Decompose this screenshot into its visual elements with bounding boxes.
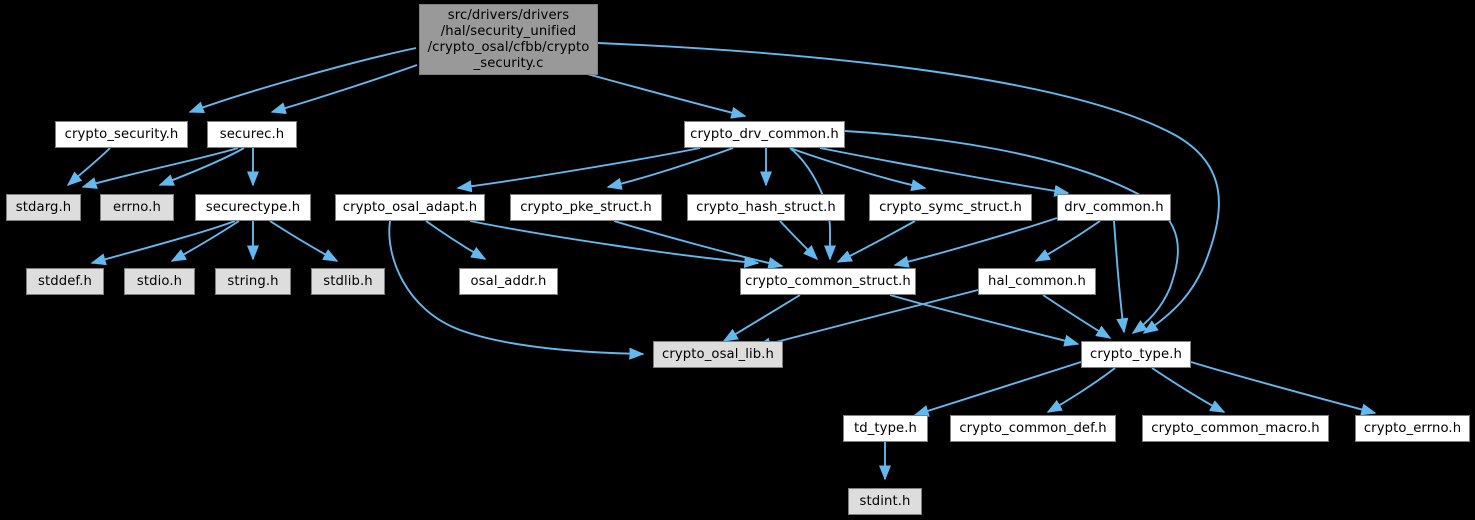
graph-node-label: crypto_errno.h — [1363, 421, 1462, 436]
edge-sect-to-stdlb — [269, 220, 339, 262]
graph-node-tdt[interactable]: td_type.h — [843, 415, 928, 442]
edge-sec-to-starg — [81, 147, 239, 189]
edge-ctype-to-ccd — [1046, 367, 1116, 413]
edge-drvc-to-halc — [1034, 220, 1101, 262]
edge-sect-to-stdef — [90, 220, 236, 266]
edge-cdc-to-drvc — [819, 147, 1070, 197]
graph-node-stdef[interactable]: stddef.h — [26, 268, 104, 295]
edge-halc-to-col — [755, 289, 979, 350]
graph-node-label: crypto_security.h — [64, 127, 179, 142]
edge-csymc-to-ccs — [836, 220, 916, 263]
graph-node-cdc[interactable]: crypto_drv_common.h — [684, 121, 845, 148]
graph-node-label: crypto_symc_struct.h — [879, 200, 1022, 215]
edge-root-to-cs — [188, 47, 417, 114]
graph-node-label: stdint.h — [859, 494, 911, 509]
edge-root-to-cdc — [564, 67, 747, 119]
graph-node-label: stdlib.h — [323, 274, 373, 289]
graph-node-ccs[interactable]: crypto_common_struct.h — [740, 268, 916, 295]
graph-node-label: stddef.h — [38, 274, 92, 289]
edge-coa-to-col — [388, 220, 645, 360]
graph-node-ccm[interactable]: crypto_common_macro.h — [1142, 415, 1329, 442]
graph-node-label: drv_common.h — [1064, 200, 1164, 215]
graph-node-starg[interactable]: stdarg.h — [6, 194, 81, 221]
edge-chash-to-ccs — [779, 220, 819, 261]
graph-node-cpke[interactable]: crypto_pke_struct.h — [510, 194, 662, 221]
edge-cdc-to-csymc — [789, 147, 927, 192]
edge-ccs-to-ctype — [889, 294, 1080, 347]
graph-node-errno[interactable]: errno.h — [100, 194, 174, 221]
graph-node-chash[interactable]: crypto_hash_struct.h — [687, 194, 845, 221]
graph-node-cerr[interactable]: crypto_errno.h — [1355, 415, 1470, 442]
edge-cdc-to-cpke — [606, 147, 734, 190]
edge-halc-to-ctype — [1042, 294, 1112, 339]
edge-root-to-sec — [270, 64, 418, 115]
graph-node-label: src/drivers/drivers /hal/security_unifie… — [427, 7, 590, 71]
graph-node-label: crypto_pke_struct.h — [520, 200, 652, 215]
graph-node-label: crypto_common_def.h — [959, 421, 1107, 436]
graph-node-oaddr[interactable]: osal_addr.h — [459, 268, 558, 295]
graph-node-label: securectype.h — [205, 200, 301, 215]
graph-node-root: src/drivers/drivers /hal/security_unifie… — [419, 4, 598, 75]
graph-node-coa[interactable]: crypto_osal_adapt.h — [335, 194, 485, 221]
edge-coa-to-ccs — [469, 220, 760, 269]
graph-node-label: hal_common.h — [988, 274, 1086, 289]
edge-sec-to-errno — [158, 147, 245, 186]
edge-cdc-to-coa — [456, 147, 701, 193]
edge-ctype-to-ccm — [1151, 367, 1226, 413]
graph-node-sect[interactable]: securectype.h — [195, 194, 311, 221]
graph-node-label: td_type.h — [853, 421, 918, 436]
edge-drvc-to-ccs — [893, 217, 1058, 268]
graph-node-ccd[interactable]: crypto_common_def.h — [950, 415, 1116, 442]
graph-node-ctype[interactable]: crypto_type.h — [1081, 341, 1191, 368]
graph-node-label: crypto_drv_common.h — [690, 127, 839, 142]
graph-node-label: crypto_common_struct.h — [745, 274, 911, 289]
edge-coa-to-oaddr — [425, 220, 487, 260]
graph-node-label: crypto_common_macro.h — [1151, 421, 1320, 436]
graph-node-strng[interactable]: string.h — [215, 268, 291, 295]
graph-node-label: osal_addr.h — [470, 274, 547, 289]
graph-node-label: string.h — [227, 274, 279, 289]
graph-node-label: securec.h — [219, 127, 285, 142]
graph-node-csymc[interactable]: crypto_symc_struct.h — [869, 194, 1032, 221]
graph-node-drvc[interactable]: drv_common.h — [1057, 194, 1171, 221]
graph-node-cs[interactable]: crypto_security.h — [55, 121, 188, 148]
graph-node-label: crypto_type.h — [1090, 347, 1182, 362]
edge-ccs-to-col — [722, 294, 801, 342]
edge-ctype-to-tdt — [913, 361, 1082, 417]
graph-node-sec[interactable]: securec.h — [207, 121, 297, 148]
graph-node-stdlb[interactable]: stdlib.h — [311, 268, 385, 295]
edge-cpke-to-ccs — [613, 220, 784, 269]
edge-cs-to-starg — [66, 147, 111, 186]
edge-ctype-to-cerr — [1190, 361, 1377, 416]
graph-node-label: stdio.h — [136, 274, 183, 289]
graph-node-label: crypto_osal_lib.h — [662, 347, 774, 362]
graph-node-col[interactable]: crypto_osal_lib.h — [653, 341, 783, 368]
edge-cdc-to-ccs — [789, 147, 837, 261]
edge-drvc-to-ctype — [1113, 220, 1129, 334]
graph-node-label: errno.h — [113, 200, 161, 215]
edges — [66, 42, 1377, 481]
edge-root-to-ctype — [597, 42, 1220, 334]
graph-node-halc[interactable]: hal_common.h — [978, 268, 1096, 295]
graph-node-label: crypto_hash_struct.h — [696, 200, 836, 215]
graph-node-label: crypto_osal_adapt.h — [342, 200, 478, 215]
edge-sect-to-stdio — [170, 220, 240, 262]
graph-node-stdint[interactable]: stdint.h — [848, 488, 922, 515]
graph-node-stdio[interactable]: stdio.h — [124, 268, 195, 295]
graph-node-label: stdarg.h — [15, 200, 72, 215]
